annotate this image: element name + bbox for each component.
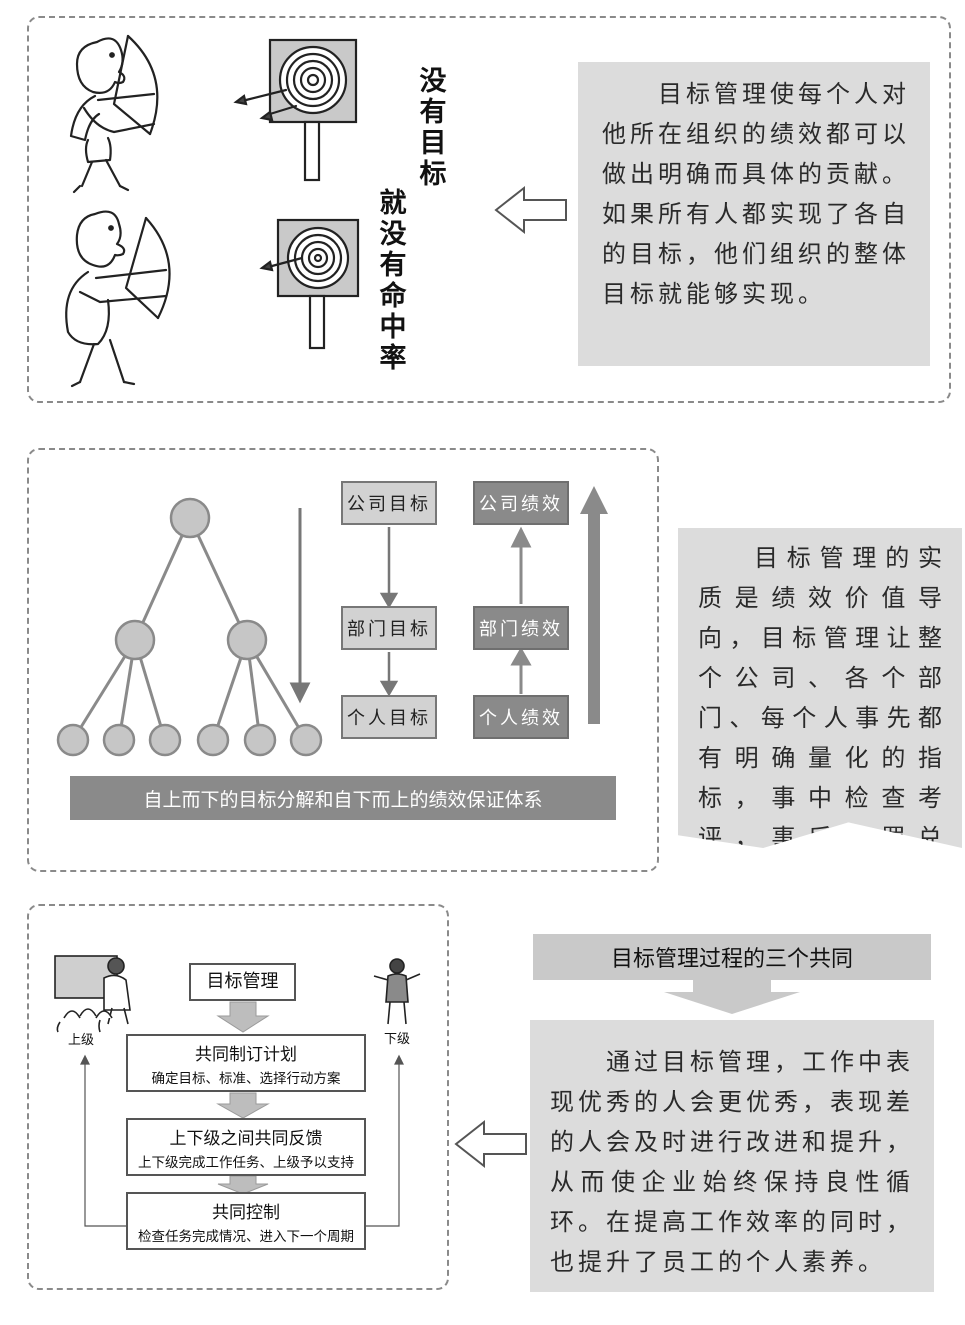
bottom-explanation-note: 通过目标管理，工作中表现优秀的人会更优秀，表现差的人会及时进行改进和提升，从而使… (530, 1020, 934, 1292)
step-joint-planning: 共同制订计划 确定目标、标准、选择行动方案 (126, 1034, 366, 1092)
performance-company: 公司绩效 (473, 481, 569, 525)
step-joint-feedback: 上下级之间共同反馈 上下级完成工作任务、上级予以支持 (126, 1118, 366, 1176)
performance-individual: 个人绩效 (473, 695, 569, 739)
system-banner: 自上而下的目标分解和自下而上的绩效保证体系 (70, 776, 616, 820)
middle-panel (27, 448, 659, 872)
bottom-panel (27, 904, 449, 1290)
top-explanation-note: 目标管理使每个人对他所在组织的绩效都可以做出明确而具体的贡献。如果所有人都实现了… (578, 62, 930, 366)
step-3-sub: 检查任务完成情况、进入下一个周期 (138, 1229, 354, 1245)
vertical-caption-no-hit-rate: 就没有命中率 (379, 188, 407, 374)
top-panel (27, 16, 951, 403)
middle-explanation-note: 目标管理的实质是绩效价值导向，目标管理让整个公司、各个部门、每个人事先都有明确量… (678, 528, 962, 848)
step-1-sub: 确定目标、标准、选择行动方案 (151, 1071, 341, 1087)
goal-company: 公司目标 (341, 481, 437, 525)
vertical-caption-no-goal: 没有目标 (419, 66, 447, 190)
label-superior: 上级 (68, 1033, 95, 1048)
step-joint-control: 共同控制 检查任务完成情况、进入下一个周期 (126, 1192, 366, 1250)
step-2-sub: 上下级完成工作任务、上级予以支持 (138, 1155, 354, 1171)
goal-department: 部门目标 (341, 606, 437, 650)
step-3-title: 共同控制 (212, 1203, 280, 1223)
process-header-box: 目标管理 (189, 963, 296, 1001)
three-commons-title: 目标管理过程的三个共同 (533, 934, 931, 980)
step-2-title: 上下级之间共同反馈 (169, 1129, 323, 1149)
goal-individual: 个人目标 (341, 695, 437, 739)
middle-note-text: 目标管理的实质是绩效价值导向，目标管理让整个公司、各个部门、每个人事先都有明确量… (698, 544, 946, 892)
performance-department: 部门绩效 (473, 606, 569, 650)
process-header-label: 目标管理 (206, 971, 279, 992)
step-1-title: 共同制订计划 (195, 1045, 297, 1065)
label-subordinate: 下级 (384, 1032, 411, 1047)
